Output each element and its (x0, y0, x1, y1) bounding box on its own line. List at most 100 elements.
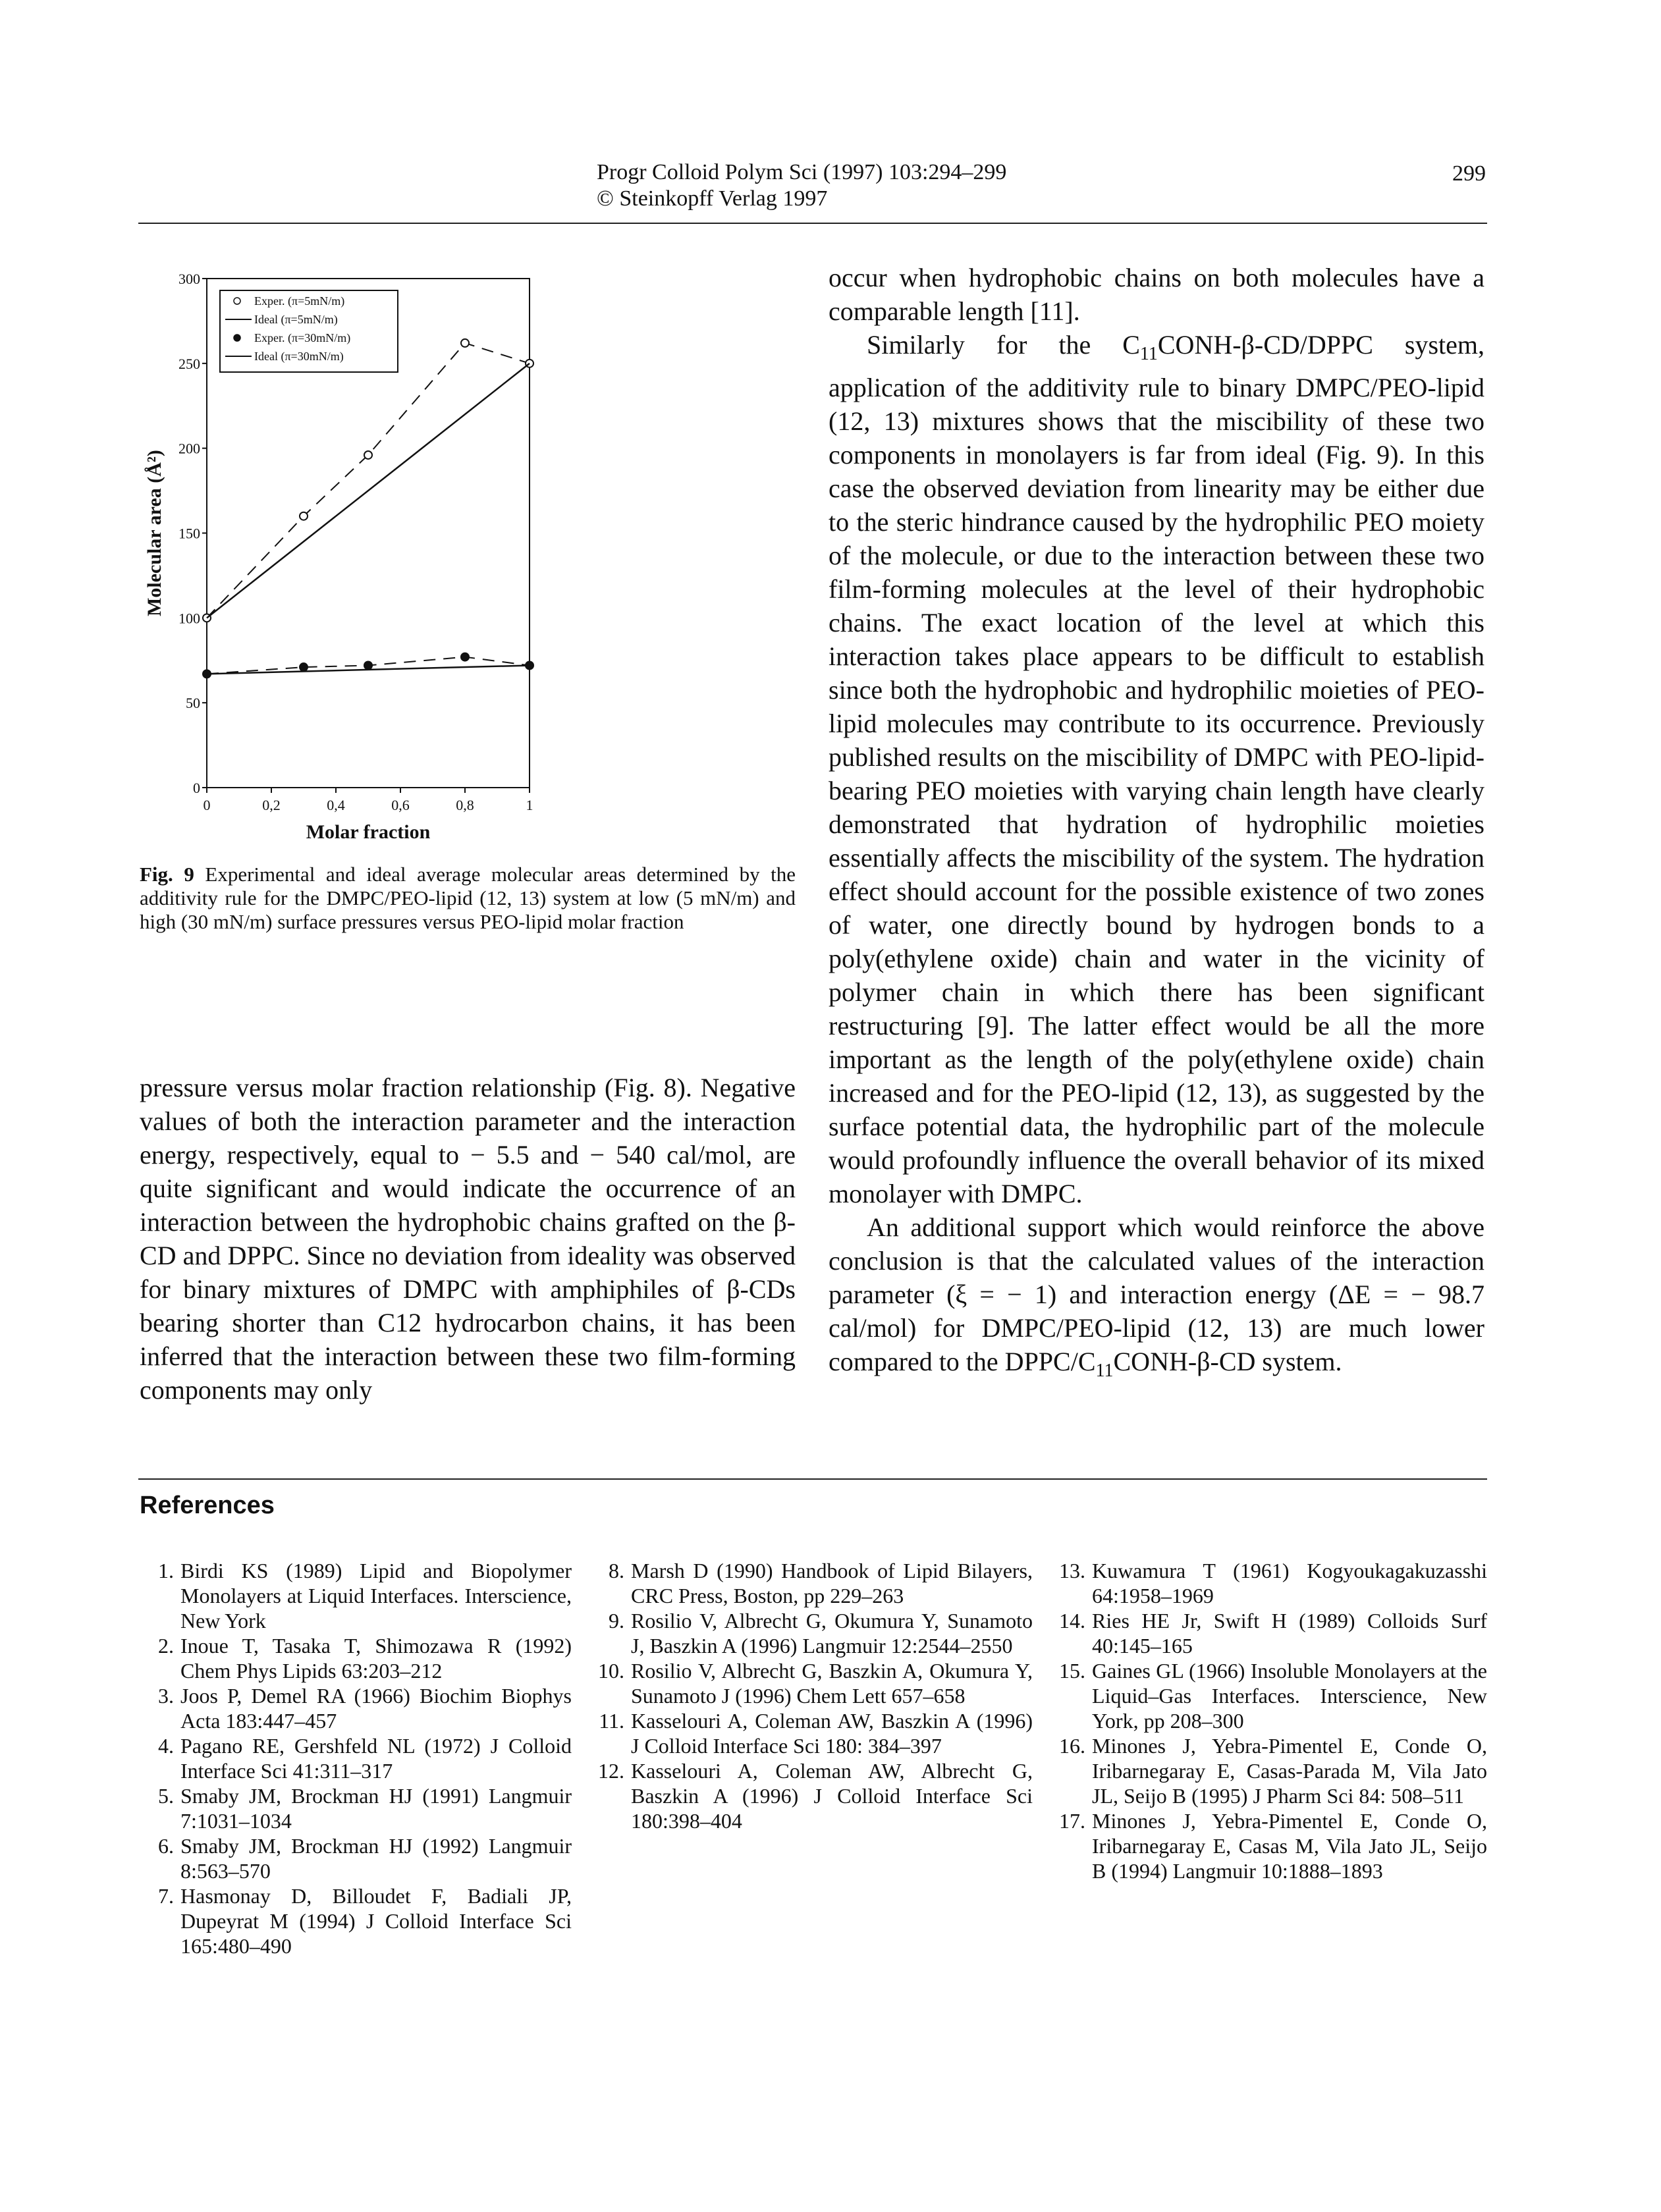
figure-caption-text: Experimental and ideal average molecular… (140, 863, 796, 933)
reference-item: 1. Birdi KS (1989) Lipid and Biopolymer M… (140, 1558, 572, 1633)
x-axis-label: Molar fraction (306, 821, 431, 843)
reference-item: 11. Kasselouri A, Coleman AW, Baszkin A (… (590, 1708, 1033, 1758)
reference-number: 9. (609, 1609, 624, 1632)
right-paragraph-3: An additional support which would reinfo… (829, 1210, 1484, 1388)
references-column-3: 13. Kuwamura T (1961) Kogyoukagakuzasshi … (1051, 1558, 1487, 1883)
journal-line-1: Progr Colloid Polym Sci (1997) 103:294–2… (597, 160, 1007, 184)
legend-marker (233, 297, 241, 305)
reference-item: 9. Rosilio V, Albrecht G, Okumura Y, Suna… (590, 1608, 1033, 1658)
reference-number: 14. (1059, 1609, 1085, 1632)
reference-text: Pagano RE, Gershfeld NL (1972) J Colloid… (180, 1734, 572, 1783)
reference-text: Kasselouri A, Coleman AW, Albrecht G, Ba… (631, 1759, 1033, 1833)
reference-item: 16. Minones J, Yebra-Pimentel E, Conde O,… (1051, 1733, 1487, 1808)
reference-text: Hasmonay D, Billoudet F, Badiali JP, Dup… (180, 1884, 572, 1958)
figure-caption: Fig. 9 Experimental and ideal average mo… (140, 863, 796, 934)
y-axis-label: Molecular area (Å²) (144, 450, 165, 616)
reference-number: 1. (158, 1559, 174, 1582)
data-point (460, 338, 470, 348)
reference-text: Minones J, Yebra-Pimentel E, Conde O, Ir… (1092, 1809, 1487, 1883)
reference-item: 8. Marsh D (1990) Handbook of Lipid Bilay… (590, 1558, 1033, 1608)
y-tick-label: 250 (178, 356, 200, 372)
y-tick-label: 300 (178, 271, 200, 287)
y-tick-label: 200 (178, 441, 200, 457)
reference-text: Gaines GL (1966) Insoluble Monolayers at… (1092, 1659, 1487, 1733)
header-rule (138, 223, 1487, 224)
data-point (364, 661, 373, 670)
references-column-1: 1. Birdi KS (1989) Lipid and Biopolymer M… (140, 1558, 572, 1958)
reference-number: 17. (1059, 1809, 1085, 1833)
legend-box (219, 290, 398, 373)
reference-text: Kuwamura T (1961) Kogyoukagakuzasshi 64:… (1092, 1559, 1487, 1607)
legend-label: Exper. (π=5mN/m) (254, 294, 344, 308)
right-paragraph-1: occur when hydrophobic chains on both mo… (829, 263, 1484, 326)
reference-number: 13. (1059, 1559, 1085, 1582)
reference-item: 17. Minones J, Yebra-Pimentel E, Conde O,… (1051, 1808, 1487, 1883)
reference-text: Ries HE Jr, Swift H (1989) Colloids Surf… (1092, 1609, 1487, 1658)
right-paragraph-3-a: An additional support which would reinfo… (829, 1212, 1484, 1376)
reference-number: 7. (158, 1884, 174, 1908)
right-column: occur when hydrophobic chains on both mo… (829, 261, 1484, 1388)
right-paragraph-2-sub: 11 (1139, 344, 1158, 364)
reference-text: Rosilio V, Albrecht G, Baszkin A, Okumur… (631, 1659, 1033, 1708)
reference-text: Smaby JM, Brockman HJ (1992) Langmuir 8:… (180, 1834, 572, 1883)
reference-item: 6.Smaby JM, Brockman HJ (1992) Langmuir … (140, 1833, 572, 1883)
right-paragraph-3-sub: 11 (1095, 1361, 1114, 1381)
reference-number: 6. (158, 1834, 174, 1858)
reference-number: 11. (599, 1709, 624, 1733)
references-rule (138, 1478, 1487, 1480)
series-line-1 (206, 342, 530, 619)
right-paragraph-2-b: CONH-β-CD/DPPC system, application of th… (829, 330, 1484, 1208)
reference-text: Smaby JM, Brockman HJ (1991) Langmuir 7:… (180, 1784, 572, 1833)
reference-text: Birdi KS (1989) Lipid and Biopolymer Mon… (180, 1559, 572, 1632)
y-tick-label: 50 (186, 695, 200, 711)
x-tick-label: 1 (526, 797, 533, 813)
figure-caption-label: Fig. 9 (140, 863, 194, 886)
data-point (299, 662, 308, 672)
legend-label: Ideal (π=30mN/m) (254, 350, 344, 364)
x-tick-label: 0 (204, 797, 211, 813)
reference-item: 13. Kuwamura T (1961) Kogyoukagakuzasshi … (1051, 1558, 1487, 1608)
page-number: 299 (1452, 161, 1486, 186)
data-point (364, 450, 373, 460)
reference-item: 14. Ries HE Jr, Swift H (1989) Colloids S… (1051, 1608, 1487, 1658)
reference-item: 7.Hasmonay D, Billoudet F, Badiali JP, D… (140, 1883, 572, 1958)
x-tick-label: 0,8 (456, 797, 474, 813)
reference-item: 15. Gaines GL (1966) Insoluble Monolayers… (1051, 1658, 1487, 1733)
left-column: pressure versus molar fraction relations… (140, 1071, 796, 1407)
left-paragraph-1: pressure versus molar fraction relations… (140, 1073, 796, 1405)
reference-number: 2. (158, 1634, 174, 1658)
journal-citation: Progr Colloid Polym Sci (1997) 103:294–2… (597, 159, 1006, 212)
right-paragraph-2: Similarly for the C11CONH-β-CD/DPPC syst… (829, 328, 1484, 1210)
reference-text: Kasselouri A, Coleman AW, Baszkin A (199… (631, 1709, 1033, 1758)
reference-item: 2.Inoue T, Tasaka T, Shimozawa R (1992) … (140, 1633, 572, 1683)
references-column-2: 8. Marsh D (1990) Handbook of Lipid Bilay… (590, 1558, 1033, 1833)
x-tick-label: 0,2 (262, 797, 281, 813)
data-point (299, 511, 308, 521)
reference-number: 15. (1059, 1659, 1085, 1683)
reference-number: 8. (609, 1559, 624, 1582)
reference-item: 12. Kasselouri A, Coleman AW, Albrecht G,… (590, 1758, 1033, 1833)
reference-item: 5.Smaby JM, Brockman HJ (1991) Langmuir … (140, 1783, 572, 1833)
reference-item: 3.Joos P, Demel RA (1966) Biochim Biophy… (140, 1683, 572, 1733)
x-tick-label: 0,6 (391, 797, 410, 813)
reference-text: Marsh D (1990) Handbook of Lipid Bilayer… (631, 1559, 1033, 1607)
series-line-4 (206, 664, 530, 675)
right-paragraph-2-a: Similarly for the C (867, 330, 1140, 360)
reference-text: Inoue T, Tasaka T, Shimozawa R (1992) Ch… (180, 1634, 572, 1683)
journal-line-2: © Steinkopff Verlag 1997 (597, 186, 828, 211)
reference-number: 5. (158, 1784, 174, 1808)
legend-label: Ideal (π=5mN/m) (254, 313, 338, 327)
reference-number: 4. (158, 1734, 174, 1758)
y-tick-label: 150 (178, 526, 200, 542)
reference-number: 16. (1059, 1734, 1085, 1758)
reference-number: 10. (598, 1659, 624, 1683)
reference-text: Joos P, Demel RA (1966) Biochim Biophys … (180, 1684, 572, 1733)
references-title: References (140, 1492, 275, 1519)
legend-marker (233, 334, 241, 342)
right-paragraph-3-b: CONH-β-CD system. (1113, 1347, 1342, 1376)
reference-item: 10. Rosilio V, Albrecht G, Baszkin A, Oku… (590, 1658, 1033, 1708)
reference-text: Rosilio V, Albrecht G, Okumura Y, Sunamo… (631, 1609, 1033, 1658)
reference-text: Minones J, Yebra-Pimentel E, Conde O, Ir… (1092, 1734, 1487, 1808)
reference-number: 12. (598, 1759, 624, 1783)
x-tick-label: 0,4 (327, 797, 345, 813)
